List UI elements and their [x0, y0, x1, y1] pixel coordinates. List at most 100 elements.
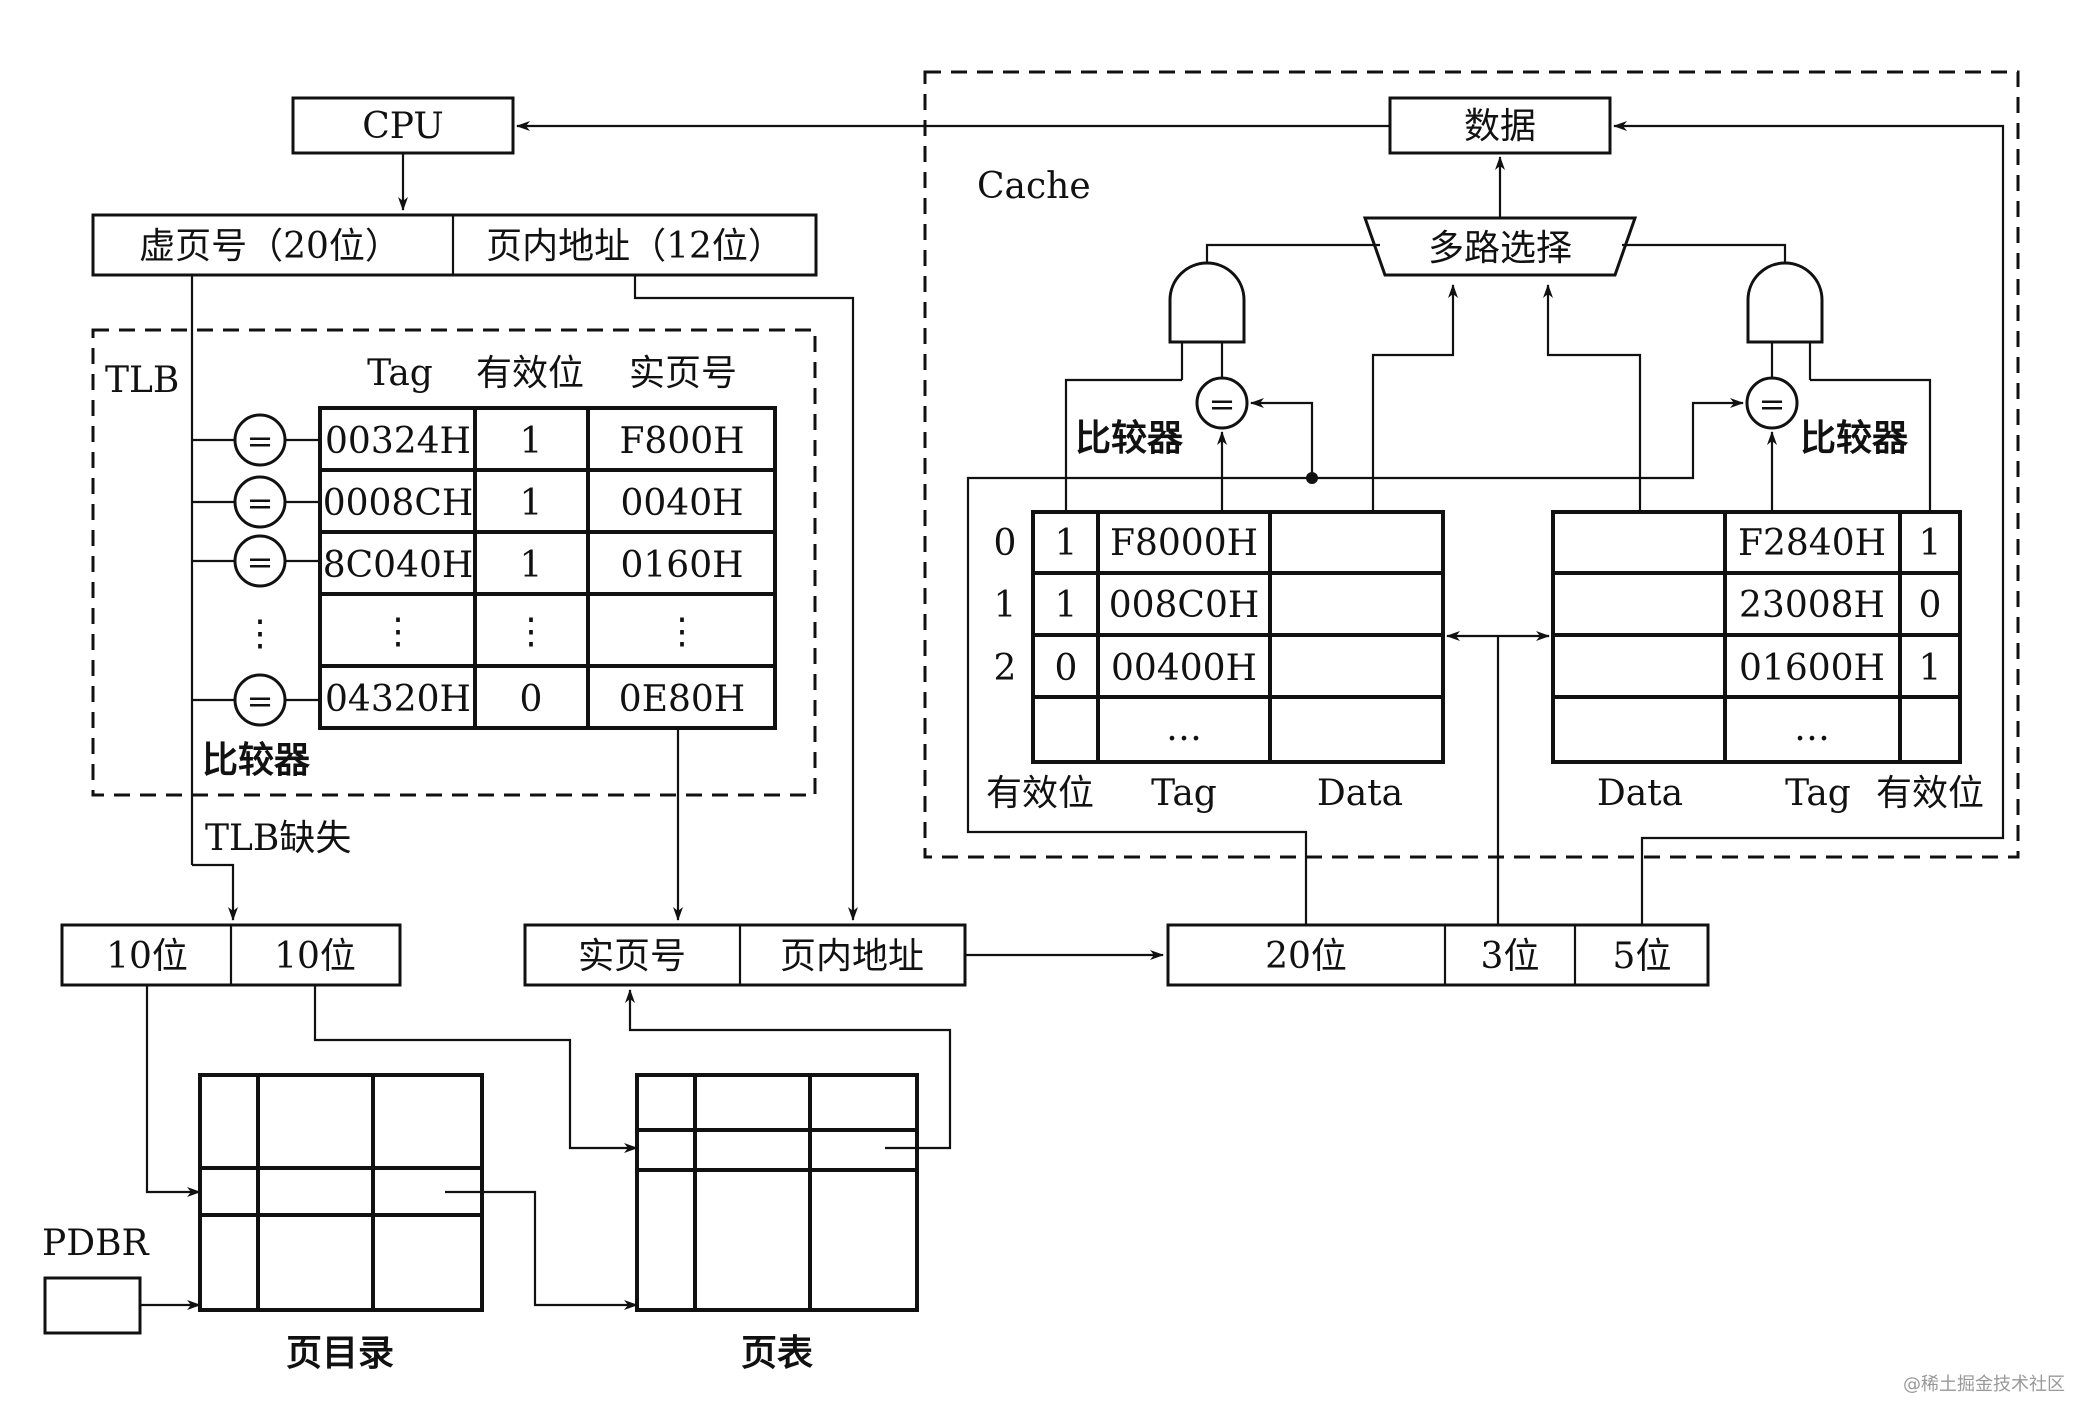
tlb-comparator: =: [233, 673, 287, 727]
tlb-miss-arrow: [192, 863, 238, 921]
cache-offset-field: 5位: [1613, 936, 1672, 977]
tlb-row: 0008CH 1 0040H: [323, 483, 744, 524]
va-page-offset-field: 页内地址（12位）: [486, 226, 784, 267]
svg-text:1: 1: [1055, 585, 1078, 626]
svg-text:⋮: ⋮: [513, 611, 549, 652]
tag-bus-to-left-cmp: [1250, 398, 1314, 478]
cache-right-footer-tag: Tag: [1785, 773, 1851, 814]
tlb: TLB Tag 有效位 实页号 00324H 1 F800H 0008CH 1 …: [91, 275, 817, 865]
tlb-comparator: =: [233, 475, 287, 529]
svg-text:…: …: [1794, 708, 1830, 749]
cache-left-row: …: [1166, 708, 1202, 749]
tlb-comparator-label: 比较器: [202, 739, 311, 781]
svg-text:⋮: ⋮: [664, 611, 700, 652]
svg-text:00400H: 00400H: [1111, 648, 1257, 689]
left-valid-to-and: [1064, 378, 1182, 512]
svg-text:F8000H: F8000H: [1110, 523, 1258, 564]
tlb-label: TLB: [105, 360, 179, 401]
svg-text:=: =: [247, 682, 274, 720]
cache-left-row: 0 00400H: [1055, 648, 1257, 689]
page-directory-label: 页目录: [286, 1332, 394, 1374]
miss-return-to-data-arrow: [1613, 121, 2005, 830]
tlb-miss-label: TLB缺失: [205, 818, 351, 859]
svg-text:1: 1: [520, 483, 543, 524]
cache-data-output: [1388, 96, 1612, 155]
svg-text:⋮: ⋮: [380, 611, 416, 652]
table-index-arrow: [313, 985, 638, 1153]
svg-text:…: …: [1166, 708, 1202, 749]
dir-entry-to-table-arrow: [445, 1190, 638, 1310]
tlb-comparator: =: [233, 534, 287, 588]
tlb-table: [318, 406, 777, 730]
svg-text:01600H: 01600H: [1739, 648, 1885, 689]
cache-left-row: 1 F8000H: [1055, 523, 1258, 564]
physical-address-register: 实页号 页内地址: [523, 923, 967, 987]
tag-bus-to-right-cmp: [966, 398, 1744, 925]
cache-right-footer-valid: 有效位: [1876, 773, 1984, 814]
svg-text:1: 1: [1055, 523, 1078, 564]
pa-page-offset-field: 页内地址: [780, 936, 924, 977]
svg-text:0160H: 0160H: [620, 545, 743, 586]
cache-right-row: 01600H 1: [1739, 648, 1941, 689]
cache-comparator-right: =: [1745, 376, 1799, 430]
svg-text:1: 1: [1919, 523, 1942, 564]
right-valid-to-and: [1810, 378, 1932, 512]
and-left-to-mux: [1205, 243, 1380, 263]
tlb-boundary: [91, 328, 817, 797]
cache-boundary: [923, 70, 2020, 859]
svg-text:1: 1: [520, 545, 543, 586]
cache-right-footer-data: Data: [1597, 773, 1683, 814]
cache-right-row: F2840H 1: [1738, 523, 1941, 564]
cache-address-register: 20位 3位 5位: [1166, 923, 1710, 987]
svg-text:8C040H: 8C040H: [323, 545, 474, 586]
tlb-comparator: =: [233, 413, 287, 467]
dir-index-arrow: [145, 985, 201, 1197]
cache-left-row: 1 008C0H: [1055, 585, 1260, 626]
svg-text:=: =: [1759, 385, 1786, 423]
tlb-row: ⋮ ⋮ ⋮: [380, 611, 700, 652]
cache-index-field: 3位: [1481, 936, 1540, 977]
svg-text:008C0H: 008C0H: [1109, 585, 1260, 626]
cache-left-footer-data: Data: [1317, 773, 1403, 814]
svg-text:0040H: 0040H: [620, 483, 743, 524]
tlb-header-valid: 有效位: [476, 353, 584, 394]
and-gate-left: [1168, 261, 1246, 344]
cache-left-footer-tag: Tag: [1151, 773, 1217, 814]
virtual-page-number-field: 虚页号（20位）: [139, 226, 401, 267]
cache-comparator-left: =: [1195, 376, 1249, 430]
cache-comparator-label-right: 比较器: [1800, 417, 1909, 459]
tlb-row: 00324H 1 F800H: [325, 421, 745, 462]
svg-text:=: =: [247, 422, 274, 460]
cache-comparator-label-left: 比较器: [1075, 417, 1184, 459]
svg-text:F800H: F800H: [619, 421, 744, 462]
tlb-row: 04320H 0 0E80H: [325, 679, 745, 720]
cache-data-output-label: 数据: [1464, 106, 1536, 147]
cache-label: Cache: [977, 166, 1091, 207]
svg-text:0: 0: [1055, 648, 1078, 689]
cache-right-row: 23008H 0: [1739, 585, 1941, 626]
va-offset-to-pa-arrow: [633, 275, 858, 921]
svg-text:0E80H: 0E80H: [619, 679, 745, 720]
watermark: @稀土掘金技术社区: [1903, 1374, 2065, 1395]
table-entry-to-ppn-arrow: [625, 989, 952, 1150]
cache: Cache 数据 多路选择 = = 比较器 比较器: [516, 70, 2020, 925]
tlb-comparator-vdots: ⋮: [242, 613, 278, 654]
page-table-index-field: 10位: [274, 936, 356, 977]
cache-right-row: …: [1794, 708, 1830, 749]
svg-text:23008H: 23008H: [1739, 585, 1885, 626]
offset-bus: [1640, 830, 2005, 925]
left-data-to-mux: [1371, 284, 1458, 512]
multiplexer-label: 多路选择: [1428, 228, 1572, 269]
cache-left-footer-valid: 有效位: [986, 773, 1094, 814]
svg-text:1: 1: [1919, 648, 1942, 689]
svg-text:=: =: [247, 484, 274, 522]
svg-text:0: 0: [520, 679, 543, 720]
page-dir-index-field: 10位: [106, 936, 188, 977]
and-gate-right: [1746, 261, 1824, 344]
tlb-row: 8C040H 1 0160H: [323, 545, 744, 586]
virtual-address-register: 虚页号（20位） 页内地址（12位）: [91, 213, 818, 277]
svg-text:00324H: 00324H: [325, 421, 471, 462]
right-data-to-mux: [1543, 284, 1642, 512]
page-table-index-register: 10位 10位: [60, 923, 402, 987]
